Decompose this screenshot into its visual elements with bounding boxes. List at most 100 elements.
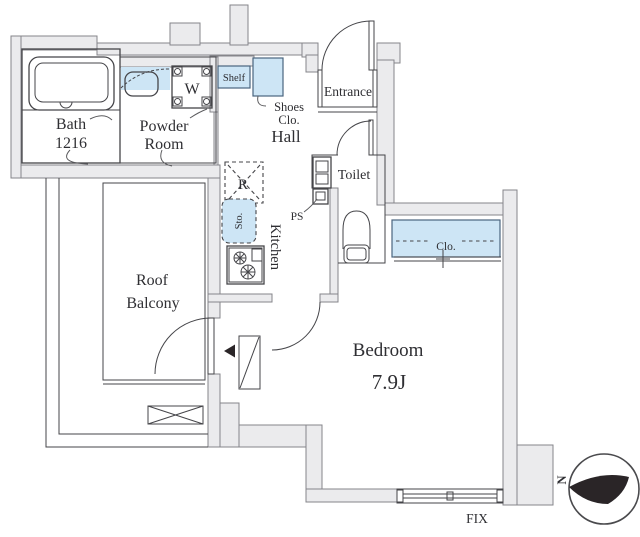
- shelf-label: Shelf: [223, 73, 246, 84]
- bath-room: Bath 1216: [21, 48, 121, 165]
- shoes-label-1: Shoes: [274, 100, 304, 114]
- bedroom-slide-panel: [224, 335, 261, 390]
- powder-room-label-2: Room: [144, 136, 184, 153]
- fix-label: FIX: [466, 511, 488, 526]
- wall-left: [10, 35, 22, 179]
- toilet-room: Toilet: [311, 119, 386, 264]
- storage-icon: Sto.: [221, 198, 257, 244]
- vanity-counter-dashed-edge: [120, 68, 170, 89]
- washer-corner-3: [172, 96, 183, 107]
- fix-mullion: [446, 491, 454, 501]
- shelf-box: [217, 65, 251, 89]
- north-label: N: [555, 475, 569, 484]
- stove-icon: [226, 245, 265, 285]
- bedroom-size-label: 7.9J: [372, 370, 406, 394]
- toilet-tank-outline: [312, 156, 332, 189]
- balcony-platform: [102, 182, 206, 381]
- bath-size-leader: [66, 149, 89, 165]
- fix-window: FIX: [396, 488, 504, 526]
- balcony-outer-line: [45, 178, 208, 448]
- balcony-inner-line: [58, 178, 208, 435]
- burner-2: [240, 264, 256, 280]
- stove-inner: [228, 247, 263, 283]
- shoes-leader: [257, 95, 267, 107]
- wall-closet-top: [384, 202, 504, 216]
- toilet-seat-inner: [346, 247, 367, 261]
- hall-label: Hall: [271, 127, 301, 146]
- powder-leader-2: [160, 149, 173, 167]
- ps-box: [312, 188, 329, 205]
- ps-label: PS: [291, 211, 304, 223]
- pipe-shaft: PS: [291, 188, 329, 223]
- wall-top-a: [20, 35, 98, 51]
- fix-jamb-right: [496, 489, 504, 503]
- burner-1: [233, 251, 247, 265]
- toilet-seat: [343, 244, 370, 264]
- stove-grill: [251, 248, 263, 262]
- slide-panel-diagonal: [239, 336, 260, 389]
- wall-bedroom-door-right: [319, 293, 339, 303]
- wall-bottom-right-block: [516, 444, 554, 506]
- powder-room-label-1: Powder: [140, 118, 190, 135]
- kitchen-area: R Sto. Kitchen: [221, 161, 283, 285]
- hatch-diagonal-2: [147, 405, 204, 425]
- washer-corner-4: [201, 96, 212, 107]
- hatch-outline: [147, 405, 204, 425]
- bath-size-label: 1216: [55, 135, 87, 152]
- wall-bedroom-door-left: [207, 293, 273, 303]
- washer-pan-icon: W: [171, 65, 213, 109]
- slide-panel-box: [238, 335, 261, 390]
- toilet-tank-icon: [312, 156, 332, 189]
- bath-label: Bath: [56, 116, 86, 133]
- ps-box-inner: [315, 191, 326, 201]
- wall-right: [502, 189, 518, 506]
- wall-step-1: [219, 402, 240, 448]
- bath-leader: [89, 115, 113, 121]
- toilet-door-leaf: [368, 119, 374, 156]
- washer-corner-bolt-2: [203, 68, 210, 75]
- powder-room: W Powder Room: [119, 56, 217, 167]
- storage-label: Sto.: [234, 213, 245, 230]
- fridge-space-icon: R: [224, 161, 264, 204]
- wall-toilet-left: [329, 187, 339, 303]
- washer-corner-1: [172, 66, 183, 77]
- roof-balcony-label-2: Balcony: [126, 295, 179, 312]
- entrance-door-arc: [321, 20, 372, 71]
- bedroom-door-arc: [271, 301, 321, 351]
- toilet-door-arc: [336, 120, 372, 156]
- wall-top-bump2: [229, 4, 249, 46]
- washer-pan-outline: [171, 65, 213, 109]
- bathtub-inner: [34, 62, 109, 103]
- wall-entrance-step2: [305, 54, 319, 73]
- washer-label: W: [184, 81, 200, 98]
- bedroom-area: Bedroom 7.9J: [224, 301, 424, 394]
- toilet-label: Toilet: [338, 168, 371, 183]
- roof-balcony-area: Roof Balcony: [45, 178, 215, 448]
- washer-corner-bolt-1: [174, 68, 181, 75]
- hall-area: Shelf Shoes Clo. Hall: [217, 57, 304, 146]
- wall-bottom-to-fix: [305, 488, 398, 503]
- ps-leader: [303, 198, 318, 213]
- powder-outline: [119, 56, 217, 164]
- fridge-label: R: [238, 177, 248, 193]
- closet-area: Clo.: [391, 219, 501, 268]
- compass: N: [555, 453, 640, 525]
- washbasin-icon: [124, 71, 159, 97]
- balcony-door-arc: [154, 317, 212, 375]
- wall-bath-bottom: [20, 164, 221, 179]
- outer-walls: [10, 4, 554, 506]
- vanity-counter: [121, 67, 170, 90]
- wall-top-bump1: [169, 22, 201, 46]
- balcony-door-leaf: [207, 317, 215, 375]
- washer-corner-2: [201, 66, 212, 77]
- entrance-wall-right: [372, 69, 378, 108]
- toilet-tank-inner-1: [315, 160, 329, 173]
- wall-kitchen-left-lower: [207, 373, 221, 448]
- bathtub-icon: [28, 56, 115, 111]
- closet-box: [391, 219, 501, 258]
- powder-leader-1: [189, 108, 208, 119]
- toilet-tank-inner-2: [315, 173, 329, 185]
- slide-direction-arrow-icon: [224, 344, 235, 358]
